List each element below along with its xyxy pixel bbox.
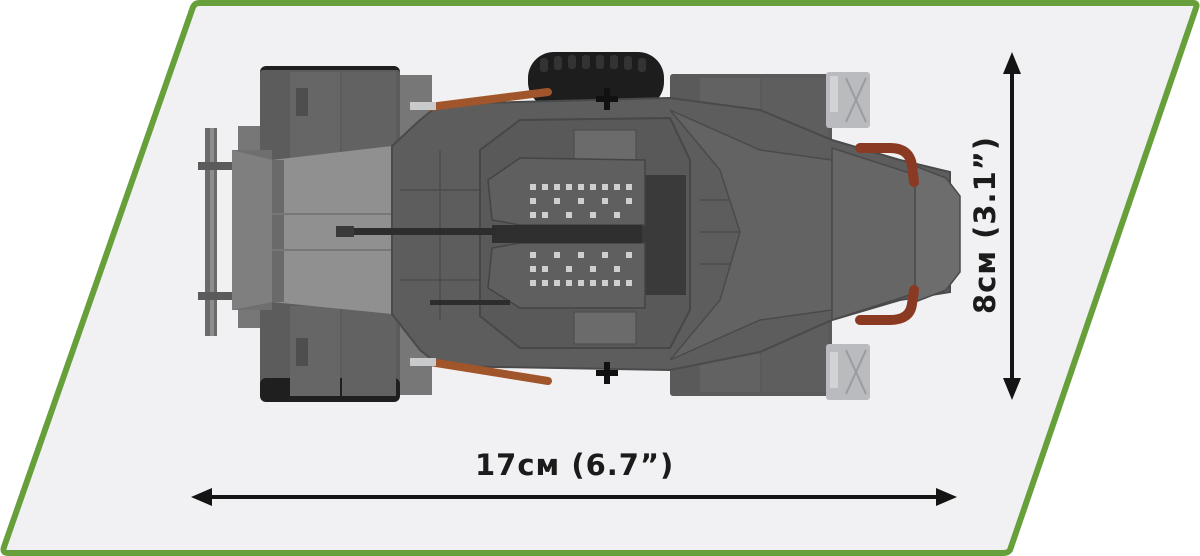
balkenkreuz-icon-bottom — [596, 362, 618, 384]
tool-pole-top — [410, 88, 552, 111]
exhaust-pipe-bottom — [855, 285, 919, 325]
jerrycan-top — [826, 72, 870, 128]
turret — [479, 116, 691, 349]
width-arrow-icon — [1003, 52, 1021, 400]
tool-pole-bottom — [410, 358, 552, 385]
balkenkreuz-icon-top — [596, 88, 618, 110]
armored-car-model — [198, 52, 961, 402]
width-dimension-label: 8см (3.1”) — [968, 135, 1002, 315]
jerrycan-bottom — [826, 344, 870, 400]
length-dimension-label: 17см (6.7”) — [475, 448, 675, 482]
length-arrow-icon — [191, 488, 957, 506]
spare-wheel — [528, 52, 664, 108]
exhaust-pipe-top — [855, 143, 919, 187]
mesh-grille-top — [487, 157, 646, 226]
rear-deck — [232, 146, 392, 314]
rear-bumper — [198, 126, 260, 336]
mesh-grille-bottom — [487, 242, 646, 309]
main-gun — [336, 226, 510, 305]
